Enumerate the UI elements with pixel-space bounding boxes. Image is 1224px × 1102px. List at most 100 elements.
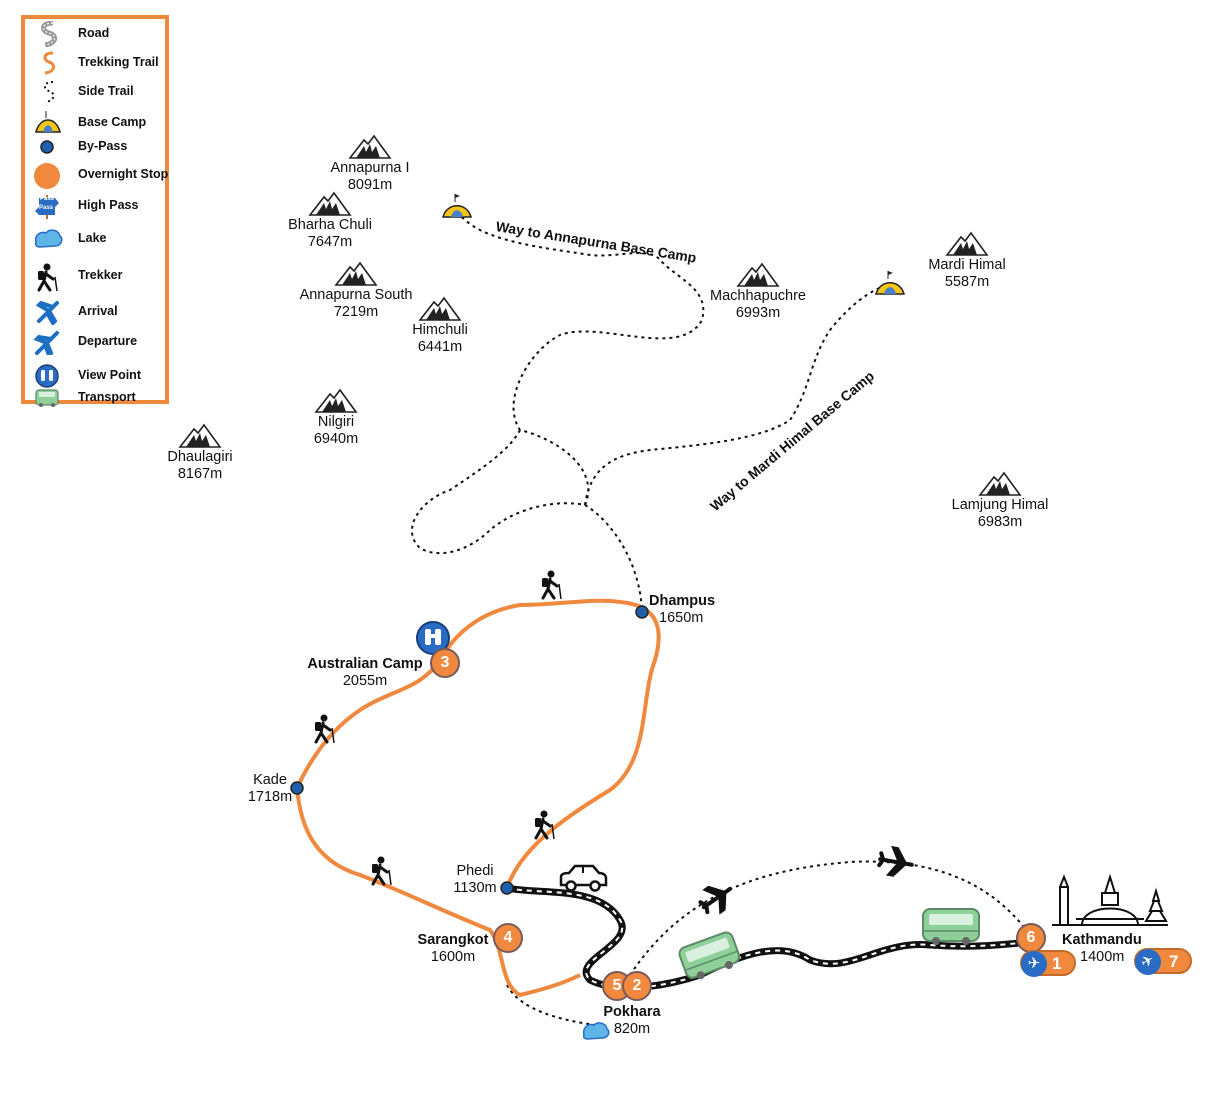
pokhara-elevation: 820m	[613, 1021, 651, 1037]
mountain-icon	[736, 262, 780, 287]
phedi-label: Phedi 1130m	[453, 863, 496, 897]
phedi-bypass-dot	[500, 881, 514, 895]
departure-day: 7	[1169, 952, 1179, 971]
mountain-elevation: 6993m	[735, 305, 781, 321]
legend-label: Trekker	[78, 268, 123, 282]
overnight-stop-icon	[33, 162, 69, 189]
arrival-day: 1	[1052, 954, 1062, 973]
legend-item: By-Pass	[25, 134, 169, 160]
dhampus-label: Dhampus 1650m	[649, 593, 715, 627]
mountain-icon	[314, 388, 358, 413]
legend-label: Road	[78, 26, 110, 40]
sarangkot-label: Sarangkot 1600m	[418, 932, 489, 966]
arrival-icon	[33, 299, 69, 327]
legend-item: Trekker	[25, 263, 169, 292]
departure-icon	[33, 329, 69, 359]
mountain-icon	[308, 191, 352, 216]
kade-name: Kade	[253, 772, 287, 788]
mountain-elevation: 7219m	[333, 304, 379, 320]
kade-elevation: 1718m	[247, 789, 293, 805]
legend-item: Road	[25, 20, 169, 48]
kathmandu-elevation: 1400m	[1080, 949, 1125, 965]
trekker-icon	[534, 810, 555, 840]
sarangkot-name: Sarangkot	[417, 932, 489, 948]
mountain-name: Nilgiri	[317, 414, 355, 430]
side-trail-abc	[457, 212, 705, 506]
mountain-name: Himchuli	[412, 322, 468, 338]
mountain-name: Bharha Chuli	[288, 217, 372, 233]
mountain-elevation: 7647m	[307, 234, 353, 250]
legend-label: Departure	[78, 334, 138, 348]
legend-label: Lake	[78, 231, 107, 245]
dhampus-name: Dhampus	[649, 593, 716, 609]
airplane-icon	[877, 845, 914, 877]
trekker-icon	[33, 263, 69, 292]
mountain-name: Machhapuchre	[710, 288, 806, 304]
side-trail-icon	[33, 79, 69, 105]
mountain-elevation: 6441m	[417, 339, 463, 355]
overnight-stop-sarangkot: 4	[493, 923, 523, 953]
australian-camp-label: Australian Camp 2055m	[307, 656, 422, 690]
mountain-elevation: 6983m	[977, 514, 1023, 530]
phedi-name: Phedi	[456, 863, 494, 879]
dhampus-bypass-dot	[635, 605, 649, 619]
airplane-icon	[698, 885, 733, 915]
legend-label: High Pass	[78, 198, 139, 212]
side-trail-mardi	[584, 284, 889, 506]
legend-item: Departure	[25, 329, 169, 359]
legend-item: Arrival	[25, 299, 169, 327]
trekker-icon	[314, 714, 335, 744]
mountain-icon	[334, 261, 378, 286]
kade-label: Kade 1718m	[248, 772, 292, 806]
legend-label: Trekking Trail	[78, 55, 159, 69]
trekker-icon	[371, 856, 392, 886]
kathmandu-skyline-icon	[1052, 873, 1168, 926]
base-camp-icon	[442, 194, 472, 218]
base-camp-icon	[875, 271, 905, 295]
mountain-icon	[348, 134, 392, 159]
view-point-icon	[33, 363, 69, 389]
road-icon	[33, 20, 69, 48]
mountain-icon	[418, 296, 462, 321]
mountain-name: Lamjung Himal	[951, 497, 1049, 513]
legend-item: View Point	[25, 363, 169, 389]
lake-icon	[33, 226, 69, 252]
legend-label: Overnight Stop	[78, 167, 169, 181]
trekker-icon	[541, 570, 562, 600]
mountain-elevation: 5587m	[944, 274, 990, 290]
transport-icon	[33, 385, 69, 411]
side-trail-lake	[506, 984, 596, 1026]
legend-label: By-Pass	[78, 139, 128, 153]
legend-label: Base Camp	[78, 115, 147, 129]
legend-label: Transport	[78, 390, 136, 404]
legend-item: Overnight Stop	[25, 162, 169, 189]
mountain-name: Mardi Himal	[928, 257, 1006, 273]
trekking-trail-icon	[33, 50, 69, 76]
base-camp-icon	[33, 110, 69, 136]
dhampus-elevation: 1650m	[659, 610, 704, 626]
mountain-elevation: 8091m	[347, 177, 393, 193]
kade-bypass-dot	[290, 781, 304, 795]
mountain-icon	[945, 231, 989, 256]
legend-item: Trekking Trail	[25, 50, 169, 76]
legend-label: Arrival	[78, 304, 118, 318]
mountain-name: Annapurna I	[330, 160, 410, 176]
mountain-elevation: 6940m	[313, 431, 359, 447]
pokhara-label: Pokhara 820m	[603, 1004, 660, 1038]
mountain-icon	[178, 423, 222, 448]
phedi-elevation: 1130m	[453, 880, 497, 896]
bus-icon	[922, 908, 980, 945]
mountain-name: Annapurna South	[299, 287, 413, 303]
mountain-icon	[978, 471, 1022, 496]
